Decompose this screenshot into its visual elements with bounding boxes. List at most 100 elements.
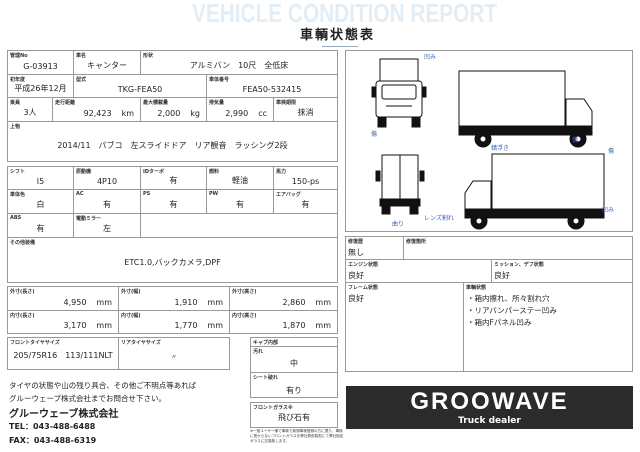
logo-brand: GROOWAVE bbox=[410, 388, 569, 415]
outer-length: 4,950 bbox=[63, 298, 87, 307]
cab-seat: 有り bbox=[286, 386, 302, 395]
front-glass-cell: フロントガラス※ 飛び石有 bbox=[250, 402, 338, 428]
unit: mm bbox=[96, 321, 112, 330]
mileage: 92,423 bbox=[83, 109, 112, 118]
ac-cell: AC 有 bbox=[73, 189, 141, 214]
list-item: ・リアバンパーステー凹み bbox=[467, 306, 557, 315]
rear-tire-cell: リアタイヤサイズ〃 bbox=[118, 337, 230, 370]
repair-history-cell: 修復歴無し bbox=[345, 236, 404, 260]
unit: mm bbox=[207, 298, 223, 307]
repair-history: 無し bbox=[348, 248, 364, 257]
damage-diagram: 凹み 傷 傷 曲り レンズ割れ 錆浮き 傷 凹み bbox=[345, 50, 633, 232]
mileage-cell: 走行距離 92,423 km bbox=[52, 97, 141, 122]
airbag: 有 bbox=[301, 200, 310, 209]
label: 外寸(幅) bbox=[121, 289, 141, 295]
label: フレーム状態 bbox=[348, 285, 378, 291]
label: その他装備 bbox=[10, 240, 36, 246]
label: フロントガラス※ bbox=[253, 405, 293, 411]
turbo: 有 bbox=[169, 176, 178, 185]
engine-cell: 原動機 4P10 bbox=[73, 166, 141, 190]
model: TKG-FEA50 bbox=[117, 85, 163, 94]
fax: FAX：043-488-6319 bbox=[9, 436, 97, 445]
label: 乗員 bbox=[10, 100, 21, 106]
mirror-cell: 電動ミラー左 bbox=[73, 213, 141, 238]
label: 内寸(高さ) bbox=[232, 313, 257, 319]
frame-state-cell: フレーム状態良好 bbox=[345, 282, 464, 372]
contact-note: タイヤの状態や山の残り具合、その他ご不明点等あれば bbox=[9, 381, 197, 390]
ac: 有 bbox=[103, 200, 111, 209]
label: AC bbox=[76, 191, 84, 197]
car-name-cell: 車名キャンター bbox=[73, 50, 141, 75]
color-cell: 車体色白 bbox=[7, 189, 74, 214]
inner-length: 3,170 bbox=[63, 321, 87, 330]
front-tire-size: 205/75R16 113/111NLT bbox=[13, 351, 113, 360]
annotation: 曲り bbox=[392, 221, 405, 228]
truck-diagram-icon bbox=[371, 58, 605, 230]
turbo-cell: IDターボ有 bbox=[140, 166, 207, 190]
engine-state: 良好 bbox=[348, 271, 364, 280]
label: エアバッグ bbox=[276, 192, 301, 198]
watermark: VEHICLE CONDITION REPORT bbox=[192, 0, 498, 28]
label: 走行距離 bbox=[55, 100, 76, 106]
annotation: 錆浮き bbox=[491, 145, 510, 152]
unit: mm bbox=[96, 298, 112, 307]
annotation: 傷 bbox=[608, 148, 615, 155]
label: 内寸(長さ) bbox=[10, 313, 35, 319]
list-item: ・箱内擦れ、所々割れ穴 bbox=[467, 294, 550, 303]
label: 電動ミラー bbox=[76, 216, 102, 222]
empty-cell bbox=[140, 213, 338, 238]
label: リアタイヤサイズ bbox=[121, 340, 161, 346]
first-year: 平成26年12月 bbox=[14, 84, 67, 93]
shape: アルミバン 10尺 全低床 bbox=[189, 61, 289, 70]
other-equipment: ETC1.0,バックカメラ,DPF bbox=[124, 258, 221, 267]
label: 最大積載量 bbox=[143, 100, 169, 106]
inner-length-cell: 内寸(長さ) 3,170 mm bbox=[7, 310, 119, 334]
repair-parts-cell: 修復箇所 bbox=[403, 236, 633, 260]
label: PW bbox=[209, 191, 219, 197]
label: IDターボ bbox=[143, 169, 165, 175]
label: キャブ内部 bbox=[253, 340, 279, 346]
unit: mm bbox=[315, 321, 331, 330]
ps: 有 bbox=[169, 200, 178, 209]
unit: km bbox=[121, 109, 134, 118]
annotation: 傷 bbox=[371, 131, 378, 138]
label: 原動機 bbox=[76, 169, 92, 175]
inner-height: 1,870 bbox=[282, 321, 306, 330]
label: シフト bbox=[10, 169, 26, 175]
mission-state: 良好 bbox=[494, 271, 510, 280]
groowave-logo: GROOWAVE Truck dealer bbox=[346, 386, 633, 429]
label: 燃料 bbox=[209, 169, 220, 175]
fuel: 軽油 bbox=[232, 176, 248, 185]
unit: mm bbox=[207, 321, 223, 330]
max-load: 2,000 bbox=[157, 109, 181, 118]
annotation: 傷 bbox=[572, 137, 579, 144]
capacity: 3人 bbox=[23, 108, 37, 117]
front-glass: 飛び石有 bbox=[278, 413, 310, 422]
outer-width-cell: 外寸(幅) 1,910 mm bbox=[118, 286, 230, 311]
chassis-no: FEA50-532415 bbox=[242, 85, 302, 94]
annotation: レンズ割れ bbox=[424, 215, 454, 222]
annotation: 凹み bbox=[602, 207, 615, 214]
label: 型式 bbox=[76, 77, 87, 83]
label: 上物 bbox=[10, 124, 21, 130]
annotation: 凹み bbox=[424, 54, 437, 61]
rear-tire-size: 〃 bbox=[170, 354, 177, 361]
body-equipment: 2014/11 パブコ 左スライドドア リア観音 ラッシング2段 bbox=[57, 141, 288, 150]
inner-width: 1,770 bbox=[174, 321, 198, 330]
outer-width: 1,910 bbox=[174, 298, 198, 307]
engine: 4P10 bbox=[96, 177, 118, 186]
label: 外寸(高さ) bbox=[232, 289, 257, 295]
label: フロントタイヤサイズ bbox=[10, 340, 60, 346]
color: 白 bbox=[36, 200, 45, 209]
label: ミッション、デフ状態 bbox=[494, 262, 544, 268]
tel: TEL：043-488-6488 bbox=[9, 422, 96, 431]
vehicle-state-cell: 車輌状態 ・箱内擦れ、所々割れ穴 ・リアバンパーステー凹み ・箱内Fパネル凹み bbox=[463, 282, 633, 372]
power: 150-ps bbox=[291, 177, 320, 186]
label: 排気量 bbox=[209, 100, 225, 106]
